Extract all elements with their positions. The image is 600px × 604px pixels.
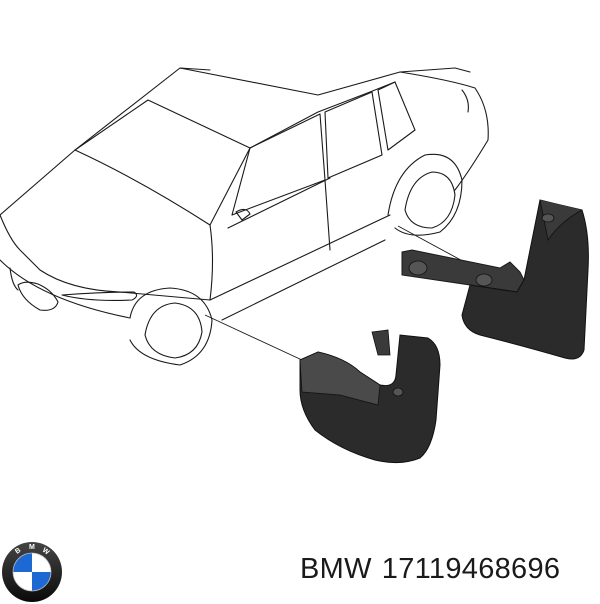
mudflap-installation-diagram	[0, 67, 589, 464]
svg-text:M: M	[29, 544, 35, 551]
rear-mudflap-part	[401, 199, 589, 360]
part-caption: BMW 17119468696	[300, 553, 560, 586]
car-outline	[0, 67, 489, 366]
svg-text:B: B	[14, 547, 22, 556]
front-mudflap-part	[299, 329, 441, 464]
bmw-roundel-icon: B M W	[2, 542, 62, 602]
svg-text:W: W	[41, 547, 51, 557]
part-number: 17119468696	[381, 553, 561, 585]
brand-name: BMW	[300, 553, 372, 585]
leader-lines	[204, 225, 471, 361]
